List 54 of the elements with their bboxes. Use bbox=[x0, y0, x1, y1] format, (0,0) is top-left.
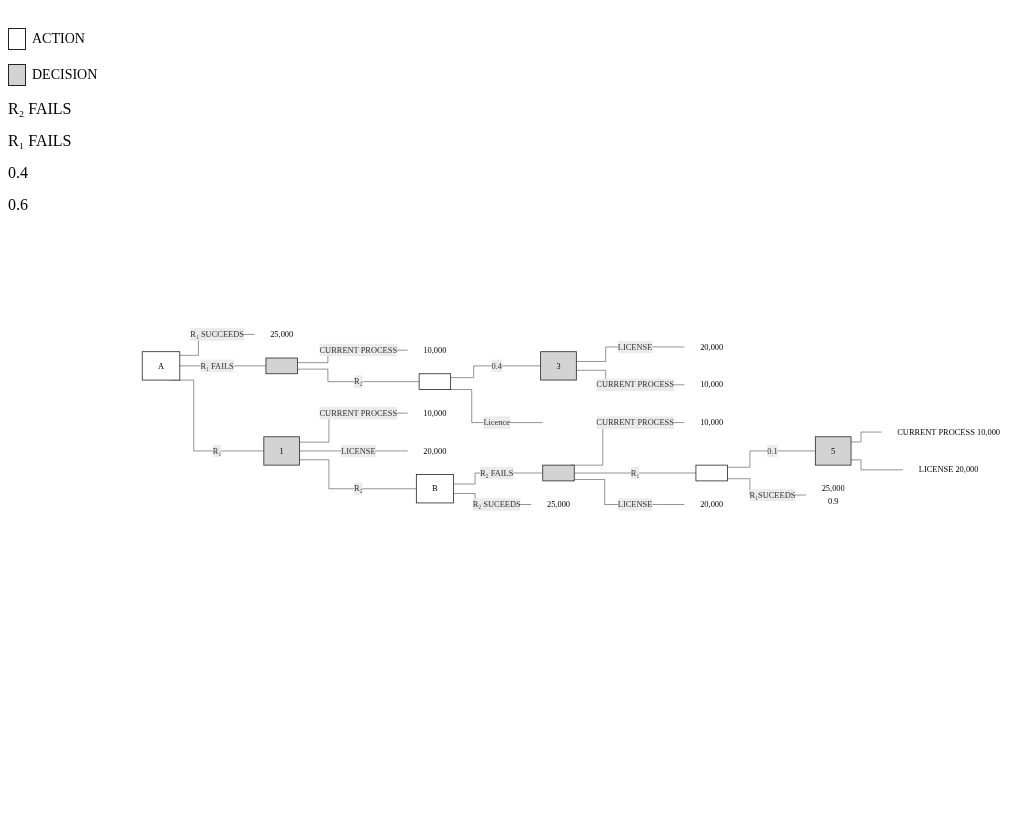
edge-label: CURRENT PROCESS bbox=[596, 380, 674, 390]
node-box: 5 bbox=[814, 436, 852, 466]
edge-label: CURRENT PROCESS bbox=[596, 417, 674, 427]
node-text: 10,000 bbox=[700, 417, 724, 427]
edge-label: R₁ SUCCEEDS bbox=[190, 329, 244, 339]
edge-label: CURRENT PROCESS bbox=[319, 345, 398, 355]
connector bbox=[297, 368, 420, 382]
node-text: 10,000 bbox=[700, 380, 724, 390]
node-box bbox=[418, 373, 452, 390]
edge-label: R₁SUCEEDS bbox=[749, 490, 796, 500]
edge-label: Licence bbox=[483, 417, 510, 427]
node-text: 20,000 bbox=[700, 342, 724, 352]
node-box: 1 bbox=[263, 436, 300, 466]
node-box bbox=[695, 464, 728, 482]
connector bbox=[450, 365, 541, 378]
node-text: 20,000 bbox=[700, 499, 724, 509]
node-box: A bbox=[141, 351, 181, 381]
edge-label: R₂ bbox=[354, 376, 363, 386]
node-box: 3 bbox=[540, 351, 577, 381]
edge-label: R₁ bbox=[212, 446, 222, 456]
edge-label: LICENSE bbox=[341, 446, 376, 456]
edge-label: 0.4 bbox=[491, 361, 502, 371]
connector bbox=[299, 459, 417, 490]
edge-label: CURRENT PROCESS bbox=[319, 408, 398, 418]
edge-label: R₂ FAILS bbox=[480, 468, 514, 478]
legend-label: ACTION bbox=[32, 31, 85, 47]
node-text: 25,000 bbox=[270, 329, 294, 339]
edge-label: 0.1 bbox=[767, 446, 778, 456]
edge-label: R₁ bbox=[630, 468, 640, 478]
legend-label: DECISION bbox=[32, 67, 98, 83]
note-text: R₂ FAILS bbox=[8, 100, 73, 118]
node-text: 20,000 bbox=[423, 446, 447, 456]
note-text: 0.6 bbox=[8, 196, 29, 214]
node-text: 10,000 bbox=[423, 345, 447, 355]
node-text: 10,000 bbox=[423, 408, 447, 418]
node-box bbox=[265, 357, 298, 375]
connector bbox=[850, 459, 904, 471]
edge-label: LICENSE bbox=[617, 499, 653, 509]
connector bbox=[850, 431, 882, 443]
edge-label: R₂ bbox=[354, 484, 363, 494]
node-box bbox=[542, 464, 575, 482]
node-box: B bbox=[415, 474, 454, 504]
edge-label: R₁ FAILS bbox=[200, 361, 234, 371]
connector bbox=[727, 450, 816, 468]
node-text: 25,000 bbox=[821, 484, 845, 494]
note-text: R₁ FAILS bbox=[8, 132, 73, 150]
node-text: LICENSE 20,000 bbox=[918, 465, 979, 475]
connector bbox=[573, 472, 697, 474]
node-text: CURRENT PROCESS 10,000 bbox=[897, 427, 1001, 437]
note-text: 0.4 bbox=[8, 164, 29, 182]
node-text: 25,000 bbox=[546, 499, 571, 509]
edge-label: R₂ SUCEEDS bbox=[472, 499, 521, 509]
edge-label: LICENSE bbox=[617, 342, 653, 352]
node-label: 0.9 bbox=[827, 496, 839, 506]
